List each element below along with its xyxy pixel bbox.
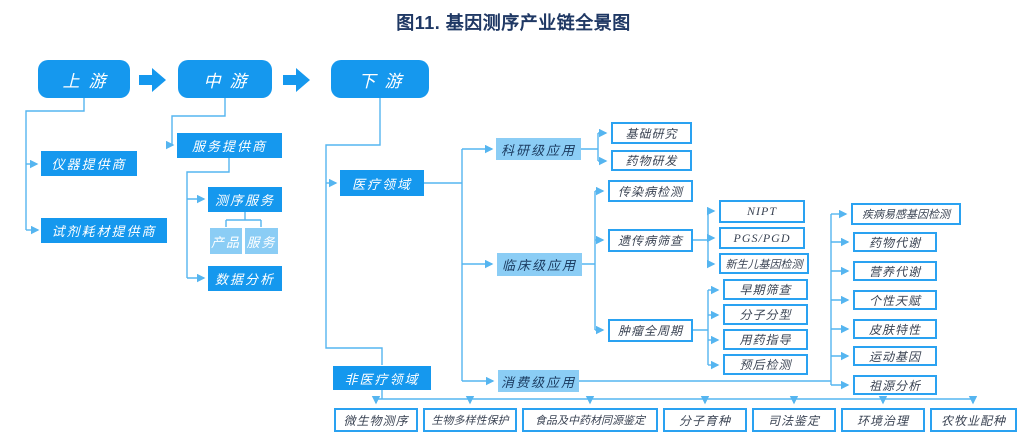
flow-arrow-icon	[139, 68, 166, 92]
node-service-provider: 服务提供商	[177, 133, 282, 158]
node-microbial-sequencing: 微生物测序	[334, 408, 418, 432]
node-reagent-provider: 试剂耗材提供商	[41, 218, 167, 243]
node-research-app: 科研级应用	[496, 138, 581, 160]
node-food-herb-identification: 食品及中药材同源鉴定	[522, 408, 658, 432]
flow-arrow-icon	[283, 68, 310, 92]
node-ancestry-analysis: 祖源分析	[853, 375, 937, 395]
node-product: 产品	[210, 228, 242, 254]
node-genetic-screening: 遗传病筛查	[608, 229, 693, 252]
node-agriculture-breeding: 农牧业配种	[930, 408, 1017, 432]
node-skin-traits: 皮肤特性	[853, 319, 937, 339]
node-sequencing-service: 测序服务	[208, 187, 282, 212]
node-tumor-full-cycle: 肿瘤全周期	[608, 319, 693, 342]
node-medical-field: 医疗领域	[340, 170, 424, 196]
node-environmental-governance: 环境治理	[841, 408, 925, 432]
node-infectious-detection: 传染病检测	[608, 180, 693, 202]
node-drug-rnd: 药物研发	[611, 150, 692, 171]
node-nutrition-metabolism: 营养代谢	[853, 261, 937, 281]
node-prognosis-detection: 预后检测	[723, 354, 808, 375]
node-drug-metabolism: 药物代谢	[853, 232, 937, 252]
figure-title: 图11. 基因测序产业链全景图	[396, 13, 631, 33]
node-midstream: 中游	[178, 60, 272, 98]
node-medication-guidance: 用药指导	[723, 329, 808, 350]
node-molecular-breeding: 分子育种	[663, 408, 747, 432]
node-molecular-typing: 分子分型	[723, 304, 808, 325]
node-consumer-app: 消费级应用	[498, 370, 579, 392]
node-clinical-app: 临床级应用	[497, 253, 582, 276]
node-nipt: NIPT	[719, 200, 805, 223]
node-forensic-identification: 司法鉴定	[752, 408, 836, 432]
node-pgs-pgd: PGS/PGD	[719, 227, 805, 249]
node-sports-gene: 运动基因	[853, 346, 937, 366]
node-non-medical-field: 非医疗领域	[333, 366, 431, 390]
node-disease-susceptibility-testing: 疾病易感基因检测	[851, 203, 961, 225]
node-data-analysis: 数据分析	[208, 266, 282, 291]
node-service: 服务	[245, 228, 278, 254]
node-instrument-provider: 仪器提供商	[41, 151, 137, 176]
node-early-screening: 早期筛查	[723, 279, 808, 300]
node-newborn-gene-testing: 新生儿基因检测	[719, 253, 809, 274]
node-basic-research: 基础研究	[611, 122, 692, 144]
node-biodiversity-protection: 生物多样性保护	[423, 408, 517, 432]
node-upstream: 上游	[38, 60, 130, 98]
node-personality-talent: 个性天赋	[853, 290, 937, 310]
node-downstream: 下游	[331, 60, 429, 98]
